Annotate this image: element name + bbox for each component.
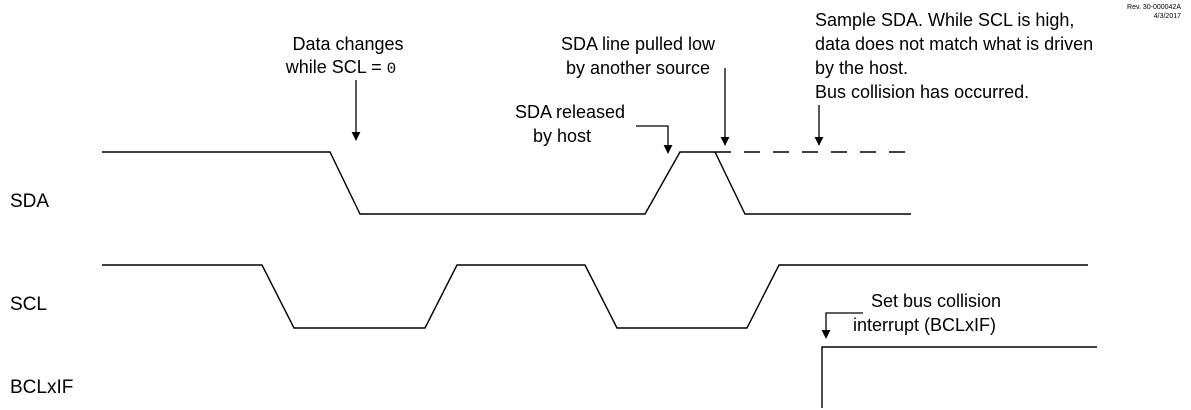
scl-waveform: [102, 264, 1088, 329]
sda-released-arrow: [636, 125, 673, 154]
sda-pulled-low-label-line2: by another source: [566, 58, 710, 78]
revision-date: 4/3/2017: [1154, 13, 1181, 20]
set-bus-collision-label-line2: interrupt (BCLxIF): [853, 315, 996, 335]
sda-waveform-host: [102, 151, 911, 215]
data-changes-label-line2: while SCL = 0: [285, 57, 397, 78]
sda-signal-label: SDA: [10, 191, 49, 212]
revision-number: Rev. 30-000042A: [1127, 4, 1181, 11]
sample-sda-label-line3: by the host.: [815, 58, 908, 78]
sda-released-label: SDA released: [515, 102, 625, 122]
bus-collision-occurred-label: Bus collision has occurred.: [815, 82, 1029, 102]
bclxif-signal-label: BCLxIF: [10, 377, 73, 398]
set-bus-collision-label: Set bus collision: [871, 291, 1001, 311]
sda-released-label-line2: by host: [533, 126, 591, 146]
data-changes-prefix: while SCL =: [285, 57, 387, 77]
sda-pulled-low-label: SDA line pulled low: [561, 34, 716, 54]
set-bus-collision-arrow: [821, 312, 863, 339]
sample-sda-label-line2: data does not match what is driven: [815, 34, 1093, 54]
data-changes-value: 0: [387, 60, 397, 78]
sample-sda-label: Sample SDA. While SCL is high,: [815, 10, 1074, 30]
data-changes-label: Data changes: [292, 34, 403, 54]
bclxif-waveform: [821, 346, 1097, 408]
scl-signal-label: SCL: [10, 294, 47, 315]
